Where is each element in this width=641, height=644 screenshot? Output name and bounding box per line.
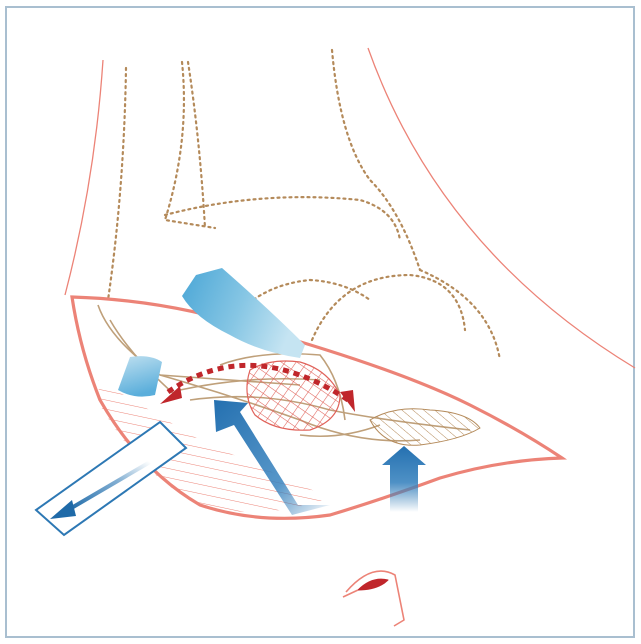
figure-canvas [0,0,641,644]
anatomical-illustration [0,0,641,644]
